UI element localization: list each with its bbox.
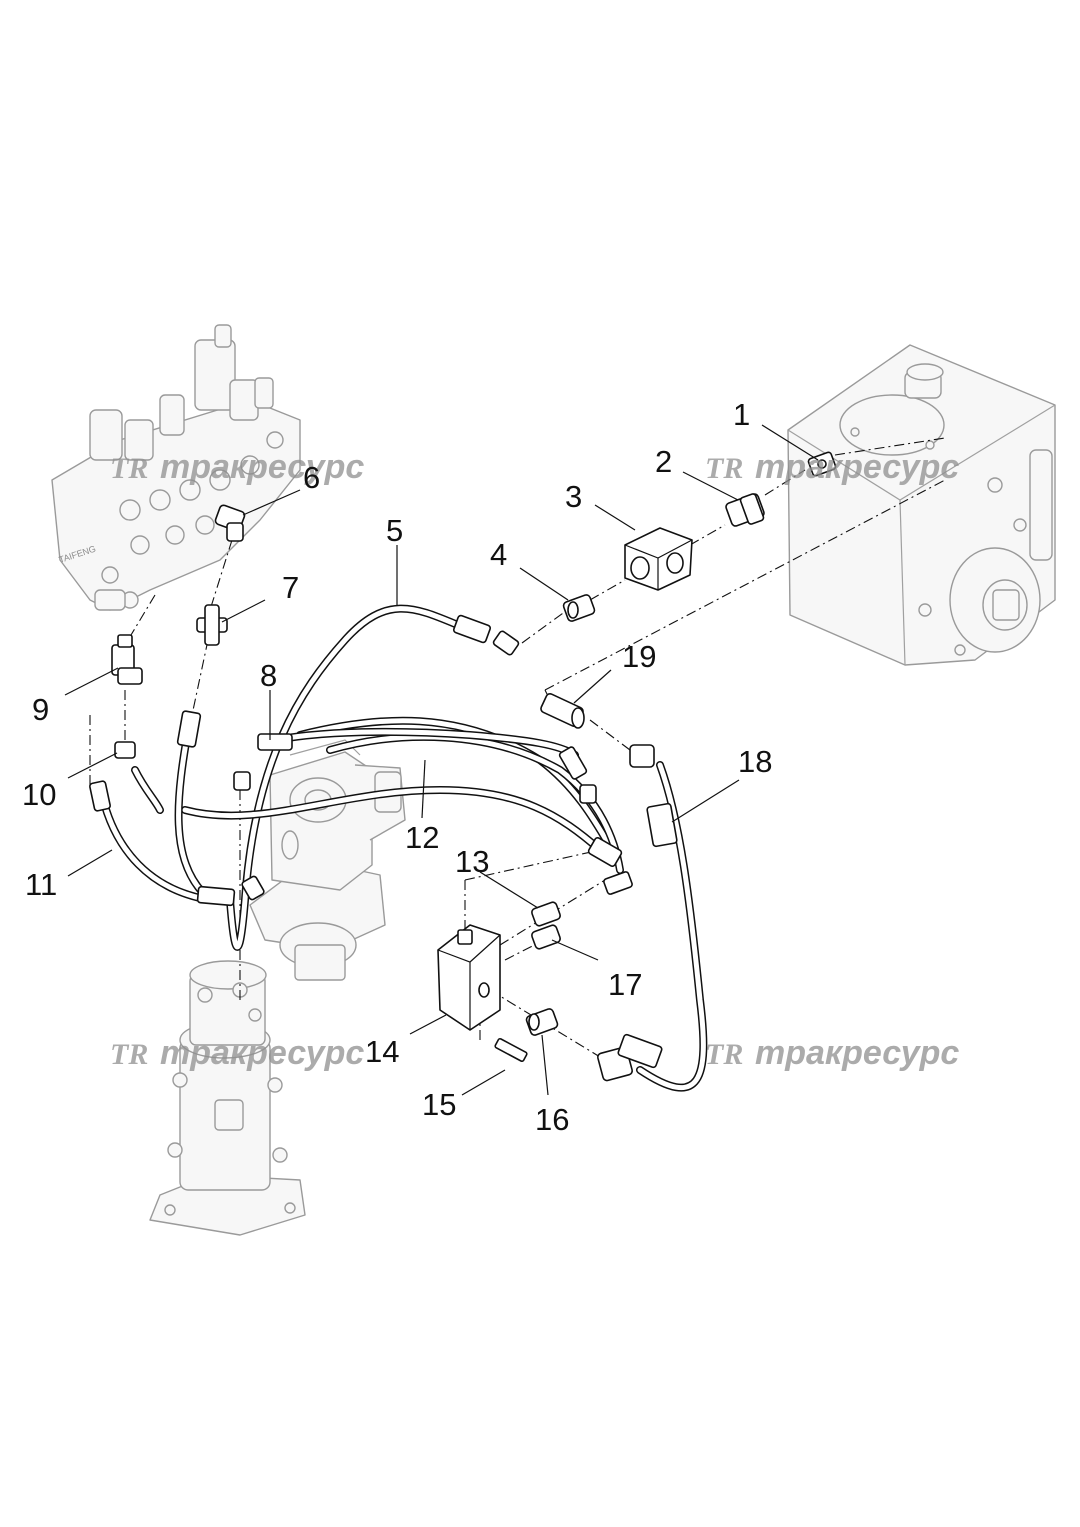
callout-17: 17 — [608, 967, 642, 1002]
callout-1: 1 — [733, 397, 750, 432]
watermark-4: TR тракресурс — [705, 1034, 959, 1072]
watermark-text: тракресурс — [160, 448, 364, 486]
callout-15: 15 — [422, 1087, 456, 1122]
part-13-fitting — [531, 901, 561, 927]
callout-3: 3 — [565, 479, 582, 514]
part-14-valve-block — [437, 924, 501, 1031]
watermark-text: тракресурс — [755, 1034, 959, 1072]
callout-18: 18 — [738, 744, 772, 779]
part-16-fitting — [525, 1008, 559, 1036]
hose-5 — [226, 604, 474, 951]
callout-6: 6 — [303, 460, 320, 495]
callout-9: 9 — [32, 692, 49, 727]
callout-2: 2 — [655, 444, 672, 479]
watermark-logo: TR — [110, 452, 148, 485]
hose-10 — [131, 716, 209, 899]
watermark-logo: TR — [705, 1038, 743, 1071]
part-15-bolt — [494, 1037, 528, 1063]
callout-4: 4 — [490, 537, 507, 572]
control-valve-assembly: TAIFENG — [51, 324, 301, 611]
callout-11: 11 — [25, 867, 57, 902]
part-4-fitting — [562, 594, 596, 622]
hose-11 — [98, 791, 214, 904]
hydraulic-tank — [787, 344, 1056, 666]
callout-16: 16 — [535, 1102, 569, 1137]
hose-12 — [181, 716, 624, 874]
part-7-tee — [196, 604, 228, 646]
part-3-valve-block — [624, 527, 693, 591]
watermark-text: тракресурс — [160, 1034, 364, 1072]
callout-12: 12 — [405, 820, 439, 855]
callout-8: 8 — [260, 658, 277, 693]
part-17-fitting — [531, 924, 561, 950]
callout-leaders — [64, 424, 819, 1096]
part-6-elbow — [214, 504, 246, 542]
callout-7: 7 — [282, 570, 299, 605]
callouts: 1 2 3 4 5 6 7 8 9 10 11 12 13 14 15 16 1… — [22, 397, 772, 1137]
callout-10: 10 — [22, 777, 56, 812]
watermark-text: тракресурс — [755, 448, 959, 486]
watermark-2: TR тракресурс — [705, 448, 959, 486]
hose-end-fittings — [89, 614, 678, 1082]
swing-motor — [249, 739, 406, 981]
watermark-logo: TR — [110, 1038, 148, 1071]
hose-8 — [261, 727, 579, 759]
part-19-fitting — [540, 693, 585, 729]
watermark-1: TR тракресурс — [110, 448, 364, 486]
callout-5: 5 — [386, 513, 403, 548]
callout-14: 14 — [365, 1034, 399, 1069]
callout-19: 19 — [622, 639, 656, 674]
part-2-adapter — [725, 493, 765, 527]
callout-13: 13 — [455, 844, 489, 879]
watermark-logo: TR — [705, 452, 743, 485]
watermark-3: TR тракресурс — [110, 1034, 364, 1072]
part-9-tee — [111, 634, 143, 685]
center-swivel-joint — [149, 960, 306, 1236]
